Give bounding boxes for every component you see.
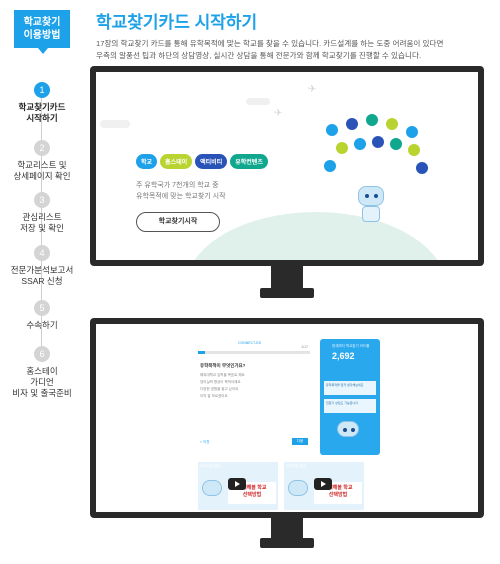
answer-option[interactable]: 다양한 경험을 쌓고 싶어요 xyxy=(200,387,239,391)
monitor-neck xyxy=(271,266,303,290)
robot-mascot-icon xyxy=(202,480,222,496)
category-bubble-icon xyxy=(324,160,336,172)
monitor-neck xyxy=(271,518,303,540)
page-title: 학교찾기카드 시작하기 xyxy=(96,13,258,32)
tip-note: 유학목적을 먼저 생각해보세요 xyxy=(324,381,376,395)
question-title: 유학목적이 무엇인가요? xyxy=(200,363,246,368)
globe-illustration xyxy=(186,212,446,260)
airplane-icon: ✈ xyxy=(274,108,283,119)
monitor-bezel: ✈ ✈ 학교 xyxy=(90,66,484,266)
card-count-panel: 현재까지 학교찾기 카드를 2,692 유학목적을 먼저 생각해보세요 전문가 … xyxy=(320,339,380,455)
category-bubble-icon xyxy=(326,124,338,136)
guide-badge-line2: 이용방법 xyxy=(23,30,61,41)
guide-badge: 학교찾기 이용방법 xyxy=(14,10,70,54)
step-connector-line xyxy=(41,88,42,358)
category-bubble-icon xyxy=(346,118,358,130)
category-bubble-icon xyxy=(336,142,348,154)
step-number: 3 xyxy=(34,192,50,208)
start-search-button[interactable]: 학교찾기시작 xyxy=(136,212,220,232)
category-bubble-icon xyxy=(366,114,378,126)
answer-option[interactable]: 영어실력 향상이 목적이에요 xyxy=(200,380,241,384)
category-bubble-icon xyxy=(406,126,418,138)
question-panel: CONNECT-ED 1/17 유학목적이 무엇인가요? 해외대학교 입학을 목… xyxy=(198,339,310,451)
guide-badge-line1: 학교찾기 xyxy=(23,17,61,28)
step-number: 5 xyxy=(34,300,50,316)
play-icon[interactable] xyxy=(314,478,332,490)
category-bubble-icon xyxy=(354,138,366,150)
step-number: 4 xyxy=(34,245,50,261)
progress-fill xyxy=(198,351,205,354)
cloud-shape xyxy=(100,120,130,128)
prev-button[interactable]: < 이전 xyxy=(200,440,210,444)
monitor-stand xyxy=(260,538,314,548)
category-bubble-icon xyxy=(416,162,428,174)
next-button[interactable]: 다음 xyxy=(292,438,308,445)
monitor-bezel: CONNECT-ED 1/17 유학목적이 무엇인가요? 해외대학교 입학을 목… xyxy=(90,318,484,518)
card-count: 2,692 xyxy=(332,351,355,361)
monitor-card-screen: CONNECT-ED 1/17 유학목적이 무엇인가요? 해외대학교 입학을 목… xyxy=(90,318,484,564)
category-bubble-icon xyxy=(372,136,384,148)
tag-school[interactable]: 학교 xyxy=(136,154,158,169)
progress-label: 1/17 xyxy=(301,345,308,349)
step-5[interactable]: 5 수속하기 xyxy=(0,300,84,331)
monitor-screen: CONNECT-ED 1/17 유학목적이 무엇인가요? 해외대학교 입학을 목… xyxy=(96,324,478,512)
tip-note: 전문가 상담도 가능합니다 xyxy=(324,399,376,413)
step-number: 6 xyxy=(34,346,50,362)
monitor-screen: ✈ ✈ 학교 xyxy=(96,72,478,260)
tag-content[interactable]: 유학컨텐츠 xyxy=(230,154,268,169)
answer-option[interactable]: 해외대학교 입학을 목표로 해요 xyxy=(200,373,245,377)
category-bubble-icon xyxy=(390,138,402,150)
step-number: 1 xyxy=(34,82,50,98)
answer-option[interactable]: 아직 잘 모르겠어요 xyxy=(200,394,228,398)
tag-homestay[interactable]: 홈스테이 xyxy=(160,154,193,169)
airplane-icon: ✈ xyxy=(308,84,317,95)
page-description: 17장의 학교찾기 카드를 통해 유학목적에 맞는 학교를 찾을 수 있습니다.… xyxy=(96,39,444,60)
robot-mascot-icon xyxy=(358,186,384,206)
category-tags: 학교 홈스테이 액티비티 유학컨텐츠 xyxy=(136,154,268,169)
tag-activity[interactable]: 액티비티 xyxy=(195,154,228,169)
cloud-shape xyxy=(246,98,270,105)
category-bubble-icon xyxy=(408,144,420,156)
video-title: 유학상담 영상 xyxy=(286,464,307,468)
monitor-start-screen: ✈ ✈ 학교 xyxy=(90,66,484,306)
step-number: 2 xyxy=(34,140,50,156)
brand-logo: CONNECT-ED xyxy=(238,341,262,345)
category-bubble-icon xyxy=(386,118,398,130)
robot-mascot-icon xyxy=(288,480,308,496)
robot-body xyxy=(362,206,380,222)
step-label: 수속하기 xyxy=(26,320,58,330)
progress-bar xyxy=(198,351,310,354)
robot-mascot-icon xyxy=(337,421,359,437)
monitor-stand xyxy=(260,288,314,298)
card-count-caption: 현재까지 학교찾기 카드를 xyxy=(332,344,370,348)
video-title: 유학상담 영상 xyxy=(200,464,221,468)
play-icon[interactable] xyxy=(228,478,246,490)
